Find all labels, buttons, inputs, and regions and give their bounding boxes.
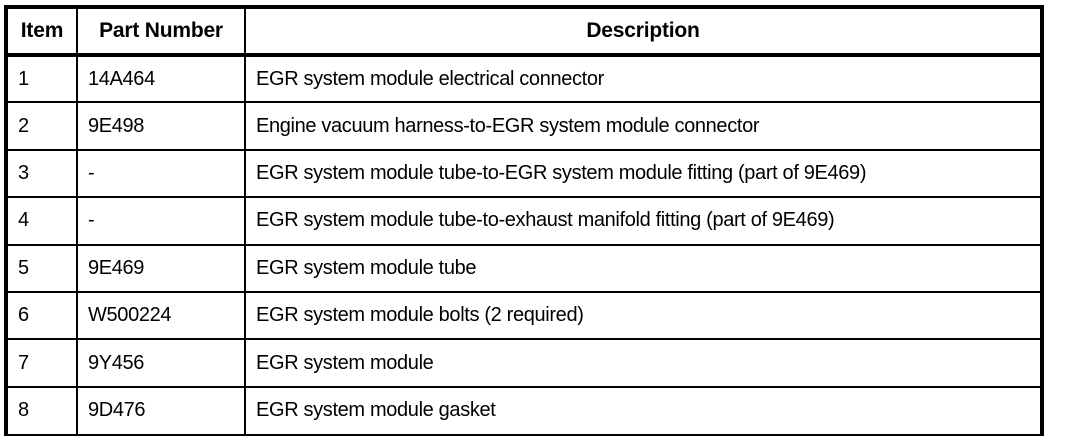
cell-part-number: 9E469 — [77, 244, 246, 293]
cell-item: 1 — [8, 55, 78, 104]
cell-description: EGR system module electrical connector — [245, 55, 1040, 104]
cell-description: EGR system module tube-to-exhaust manifo… — [245, 197, 1040, 246]
cell-part-number: 9E498 — [77, 102, 246, 151]
cell-part-number: - — [77, 149, 246, 199]
cell-part-number: W500224 — [77, 291, 246, 341]
table-row: 3-EGR system module tube-to-EGR system m… — [8, 149, 1040, 199]
table-row: 4-EGR system module tube-to-exhaust mani… — [8, 197, 1040, 246]
column-header-description: Description — [245, 9, 1040, 57]
cell-item: 4 — [8, 197, 78, 246]
cell-item: 3 — [8, 149, 78, 199]
cell-description: EGR system module — [245, 339, 1040, 388]
column-header-item: Item — [8, 9, 78, 57]
cell-description: Engine vacuum harness-to-EGR system modu… — [245, 102, 1040, 151]
cell-description: EGR system module tube-to-EGR system mod… — [245, 149, 1040, 199]
table-header-row: Item Part Number Description — [8, 9, 1040, 57]
cell-description: EGR system module tube — [245, 244, 1040, 293]
cell-part-number: - — [77, 197, 246, 246]
cell-description: EGR system module bolts (2 required) — [245, 291, 1040, 341]
cell-part-number: 9D476 — [77, 386, 246, 435]
cell-item: 7 — [8, 339, 78, 388]
cell-part-number: 14A464 — [77, 55, 246, 104]
table-header: Item Part Number Description — [8, 9, 1040, 57]
cell-description: EGR system module gasket — [245, 386, 1040, 435]
cell-item: 5 — [8, 244, 78, 293]
cell-item: 8 — [8, 386, 78, 435]
cell-part-number: 9Y456 — [77, 339, 246, 388]
column-header-part-number: Part Number — [77, 9, 246, 57]
cell-item: 2 — [8, 102, 78, 151]
cell-item: 6 — [8, 291, 78, 341]
